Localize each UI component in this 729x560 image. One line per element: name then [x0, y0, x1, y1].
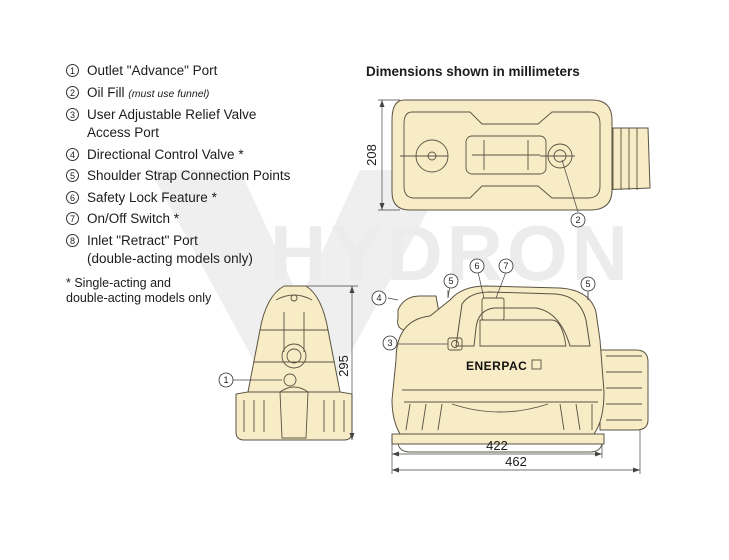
svg-text:1: 1: [223, 375, 228, 385]
dimension-base-length: 422: [486, 438, 508, 453]
callout-safety-lock: 6: [469, 258, 485, 274]
callout-strap-right: 5: [580, 276, 596, 292]
footnote: * Single-acting and double-acting models…: [66, 276, 212, 305]
legend-number: 1: [66, 64, 79, 77]
side-view: ENERPAC: [387, 271, 649, 453]
legend-item: 7 On/Off Switch *: [66, 210, 366, 228]
front-view-dimension: 295: [306, 285, 358, 440]
legend-text: Shoulder Strap Connection Points: [87, 168, 291, 183]
legend-item: 2 Oil Fill (must use funnel): [66, 84, 366, 103]
callout-outlet-port: 1: [218, 372, 234, 388]
legend-number: 6: [66, 190, 79, 204]
legend-item: 3 User Adjustable Relief Valve Access Por…: [66, 106, 366, 142]
brand-label: ENERPAC: [466, 359, 527, 373]
legend-number: 2: [66, 85, 79, 99]
callout-strap-left: 5: [443, 273, 459, 289]
legend-text: Directional Control Valve *: [87, 146, 244, 162]
feature-legend: 1 Outlet "Advance" Port 2 Oil Fill (must u…: [66, 62, 366, 271]
front-view: [232, 285, 353, 441]
svg-text:3: 3: [387, 338, 392, 348]
dimensions-title: Dimensions shown in millimeters: [366, 64, 580, 79]
svg-text:5: 5: [448, 276, 453, 286]
legend-item: 5 Shoulder Strap Connection Points: [66, 167, 366, 185]
legend-number: 7: [66, 212, 79, 225]
legend-item: 1 Outlet "Advance" Port: [66, 62, 366, 80]
legend-text: Inlet "Retract" Port (double-acting mode…: [87, 232, 253, 266]
legend-note: (must use funnel): [128, 87, 210, 100]
legend-text: User Adjustable Relief Valve Access Port: [87, 107, 257, 140]
callout-oil-fill: 2: [570, 212, 586, 228]
legend-number: 5: [66, 169, 79, 182]
dimension-height: 295: [336, 355, 351, 377]
legend-item: 8 Inlet "Retract" Port (double-acting mod…: [66, 232, 366, 268]
callout-directional-valve: 4: [371, 290, 387, 306]
side-view-dimensions: 422 462: [391, 430, 641, 474]
svg-text:7: 7: [503, 261, 508, 271]
top-view-dimension: 208: [364, 99, 400, 211]
dimension-depth: 208: [364, 144, 379, 166]
callout-relief-valve: 3: [382, 335, 398, 351]
legend-item: 6 Safety Lock Feature *: [66, 189, 366, 207]
callout-on-off-switch: 7: [498, 258, 514, 274]
svg-text:5: 5: [585, 279, 590, 289]
side-view-pack: [599, 349, 649, 431]
svg-text:6: 6: [474, 261, 479, 271]
svg-text:4: 4: [376, 293, 381, 303]
legend-number: 4: [66, 147, 79, 161]
carry-handle: [455, 291, 591, 347]
legend-text: Outlet "Advance" Port: [87, 63, 218, 78]
legend-text: Safety Lock Feature *: [87, 189, 217, 205]
legend-text: On/Off Switch *: [87, 211, 180, 226]
dimension-overall-length: 462: [505, 454, 527, 469]
legend-text: Oil Fill (must use funnel): [87, 84, 210, 100]
legend-number: 8: [66, 233, 79, 247]
svg-text:2: 2: [575, 215, 580, 225]
legend-number: 3: [66, 108, 79, 121]
legend-item: 4 Directional Control Valve *: [66, 146, 366, 164]
top-view: [391, 99, 651, 213]
